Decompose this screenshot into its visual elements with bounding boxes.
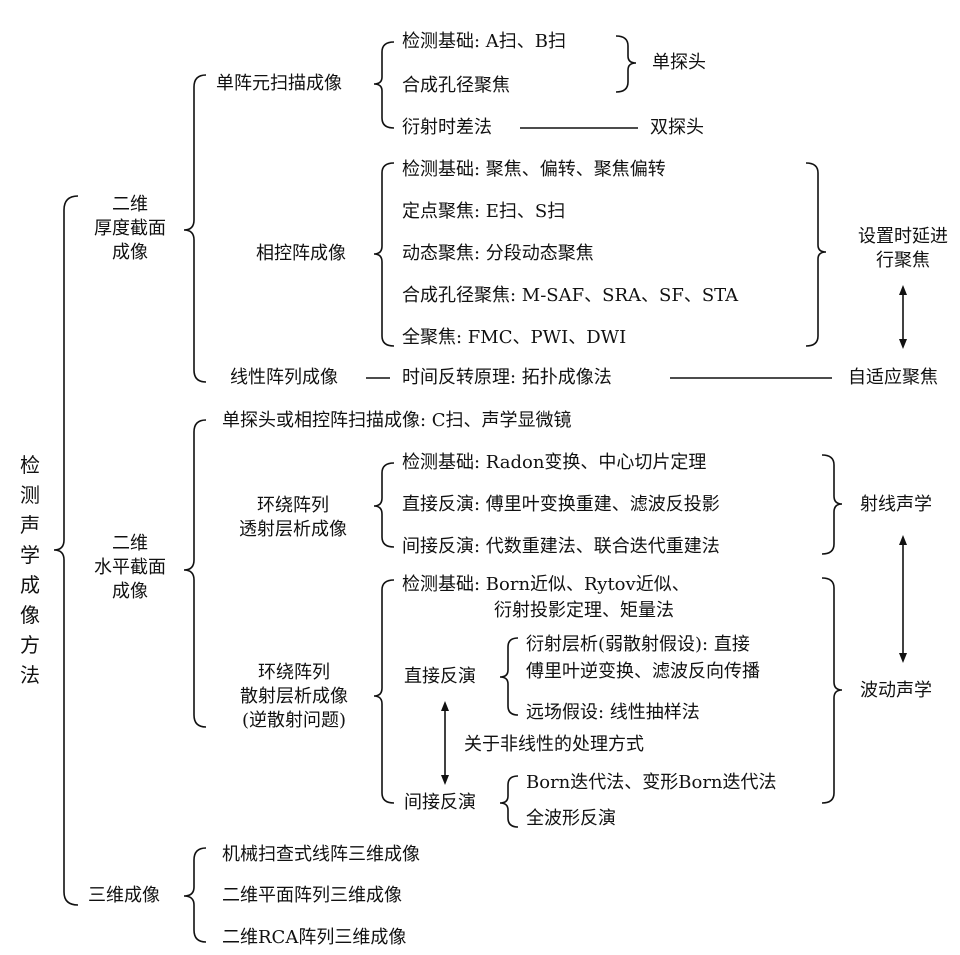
single-element-item: 合成孔径聚焦	[402, 75, 510, 96]
phased-array-item: 定点聚焦: E扫、S扫	[402, 201, 566, 222]
phased-array-brace	[373, 162, 395, 347]
transmission-label: 环绕阵列 透射层析成像	[218, 494, 368, 542]
adaptive-focus-label: 自适应聚焦	[848, 367, 938, 388]
transmission-item: 间接反演: 代数重建法、联合迭代重建法	[402, 536, 720, 557]
single-probe-label: 单探头	[652, 52, 706, 73]
wave-acoustics-brace	[821, 577, 843, 804]
indirect-inversion-item: Born迭代法、变形Born迭代法	[526, 772, 777, 793]
horizontal-brace	[183, 419, 207, 728]
thickness-label-line: 成像	[112, 242, 148, 263]
horizontal-label: 二维 水平截面 成像	[82, 532, 178, 604]
root-title-char: 学	[20, 543, 40, 567]
transmission-item: 直接反演: 傅里叶变换重建、滤波反投影	[402, 494, 720, 515]
phased-array-item: 检测基础: 聚焦、偏转、聚焦偏转	[402, 159, 666, 180]
three-d-brace	[183, 847, 207, 943]
thickness-label: 二维 厚度截面 成像	[82, 193, 178, 265]
transmission-brace	[373, 462, 395, 548]
direct-inversion-item: 傅里叶逆变换、滤波反向传播	[526, 661, 760, 682]
delay-focus-brace	[805, 162, 827, 347]
linear-array-label: 线性阵列成像	[230, 367, 338, 388]
single-probe-brace	[615, 35, 637, 93]
phased-array-item: 动态聚焦: 分段动态聚焦	[402, 243, 594, 264]
scattering-brace	[373, 579, 395, 804]
root-title-char: 检	[20, 453, 40, 477]
root-title-char: 方	[20, 633, 40, 657]
horizontal-label-line: 成像	[112, 581, 148, 602]
root-title-char: 像	[20, 603, 40, 627]
nonlinear-label: 关于非线性的处理方式	[464, 734, 644, 755]
single-element-item: 检测基础: A扫、B扫	[402, 31, 567, 52]
direct-inversion-item: 衍射层析(弱散射假设): 直接	[526, 634, 750, 655]
three-d-item: 机械扫查式线阵三维成像	[222, 844, 420, 865]
linear-array-item: 时间反转原理: 拓扑成像法	[402, 367, 612, 388]
single-phased-item: 单探头或相控阵扫描成像: C扫、声学显微镜	[222, 410, 572, 431]
horizontal-label-line: 水平截面	[94, 557, 166, 578]
transmission-label-line: 环绕阵列	[257, 495, 329, 516]
phased-array-item: 全聚焦: FMC、PWI、DWI	[402, 327, 627, 348]
horizontal-label-line: 二维	[112, 533, 148, 554]
scattering-label-line: (逆散射问题)	[241, 710, 347, 731]
wave-acoustics-label: 波动声学	[860, 680, 932, 701]
scattering-label: 环绕阵列 散射层析成像 (逆散射问题)	[216, 661, 372, 733]
single-element-item: 衍射时差法	[402, 117, 492, 138]
scattering-basis-line: 检测基础: Born近似、Rytov近似、	[402, 574, 690, 595]
delay-focus-line: 设置时延进	[858, 226, 948, 247]
delay-focus-label: 设置时延进 行聚焦	[846, 225, 960, 273]
delay-focus-line: 行聚焦	[876, 250, 930, 271]
direct-inversion-brace	[499, 637, 519, 716]
direct-inversion-item: 远场假设: 线性抽样法	[526, 702, 700, 723]
scattering-label-line: 环绕阵列	[258, 662, 330, 683]
single-element-label: 单阵元扫描成像	[216, 73, 342, 94]
three-d-label: 三维成像	[88, 885, 160, 906]
scattering-label-line: 散射层析成像	[240, 686, 348, 707]
thickness-brace	[183, 74, 207, 383]
root-brace	[53, 195, 79, 906]
root-title-char: 法	[20, 663, 40, 687]
root-title-char: 声	[20, 513, 40, 537]
scattering-basis-line: 衍射投影定理、矩量法	[494, 600, 674, 621]
transmission-label-line: 透射层析成像	[239, 519, 347, 540]
phased-array-label: 相控阵成像	[256, 243, 346, 264]
indirect-inversion-item: 全波形反演	[526, 808, 616, 829]
single-element-brace	[373, 41, 395, 129]
indirect-inversion-label: 间接反演	[404, 792, 476, 813]
three-d-item: 二维平面阵列三维成像	[222, 885, 402, 906]
transmission-item: 检测基础: Radon变换、中心切片定理	[402, 452, 707, 473]
double-probe-label: 双探头	[650, 117, 704, 138]
ray-acoustics-label: 射线声学	[860, 494, 932, 515]
thickness-label-line: 二维	[112, 194, 148, 215]
phased-array-item: 合成孔径聚焦: M-SAF、SRA、SF、STA	[402, 285, 739, 306]
root-title: 检 测 声 学 成 像 方 法	[16, 450, 44, 690]
indirect-inversion-brace	[499, 775, 519, 828]
root-title-char: 测	[20, 483, 40, 507]
root-title-char: 成	[20, 573, 40, 597]
direct-inversion-label: 直接反演	[404, 666, 476, 687]
thickness-label-line: 厚度截面	[94, 218, 166, 239]
three-d-item: 二维RCA阵列三维成像	[222, 927, 407, 948]
ray-acoustics-brace	[821, 454, 843, 555]
